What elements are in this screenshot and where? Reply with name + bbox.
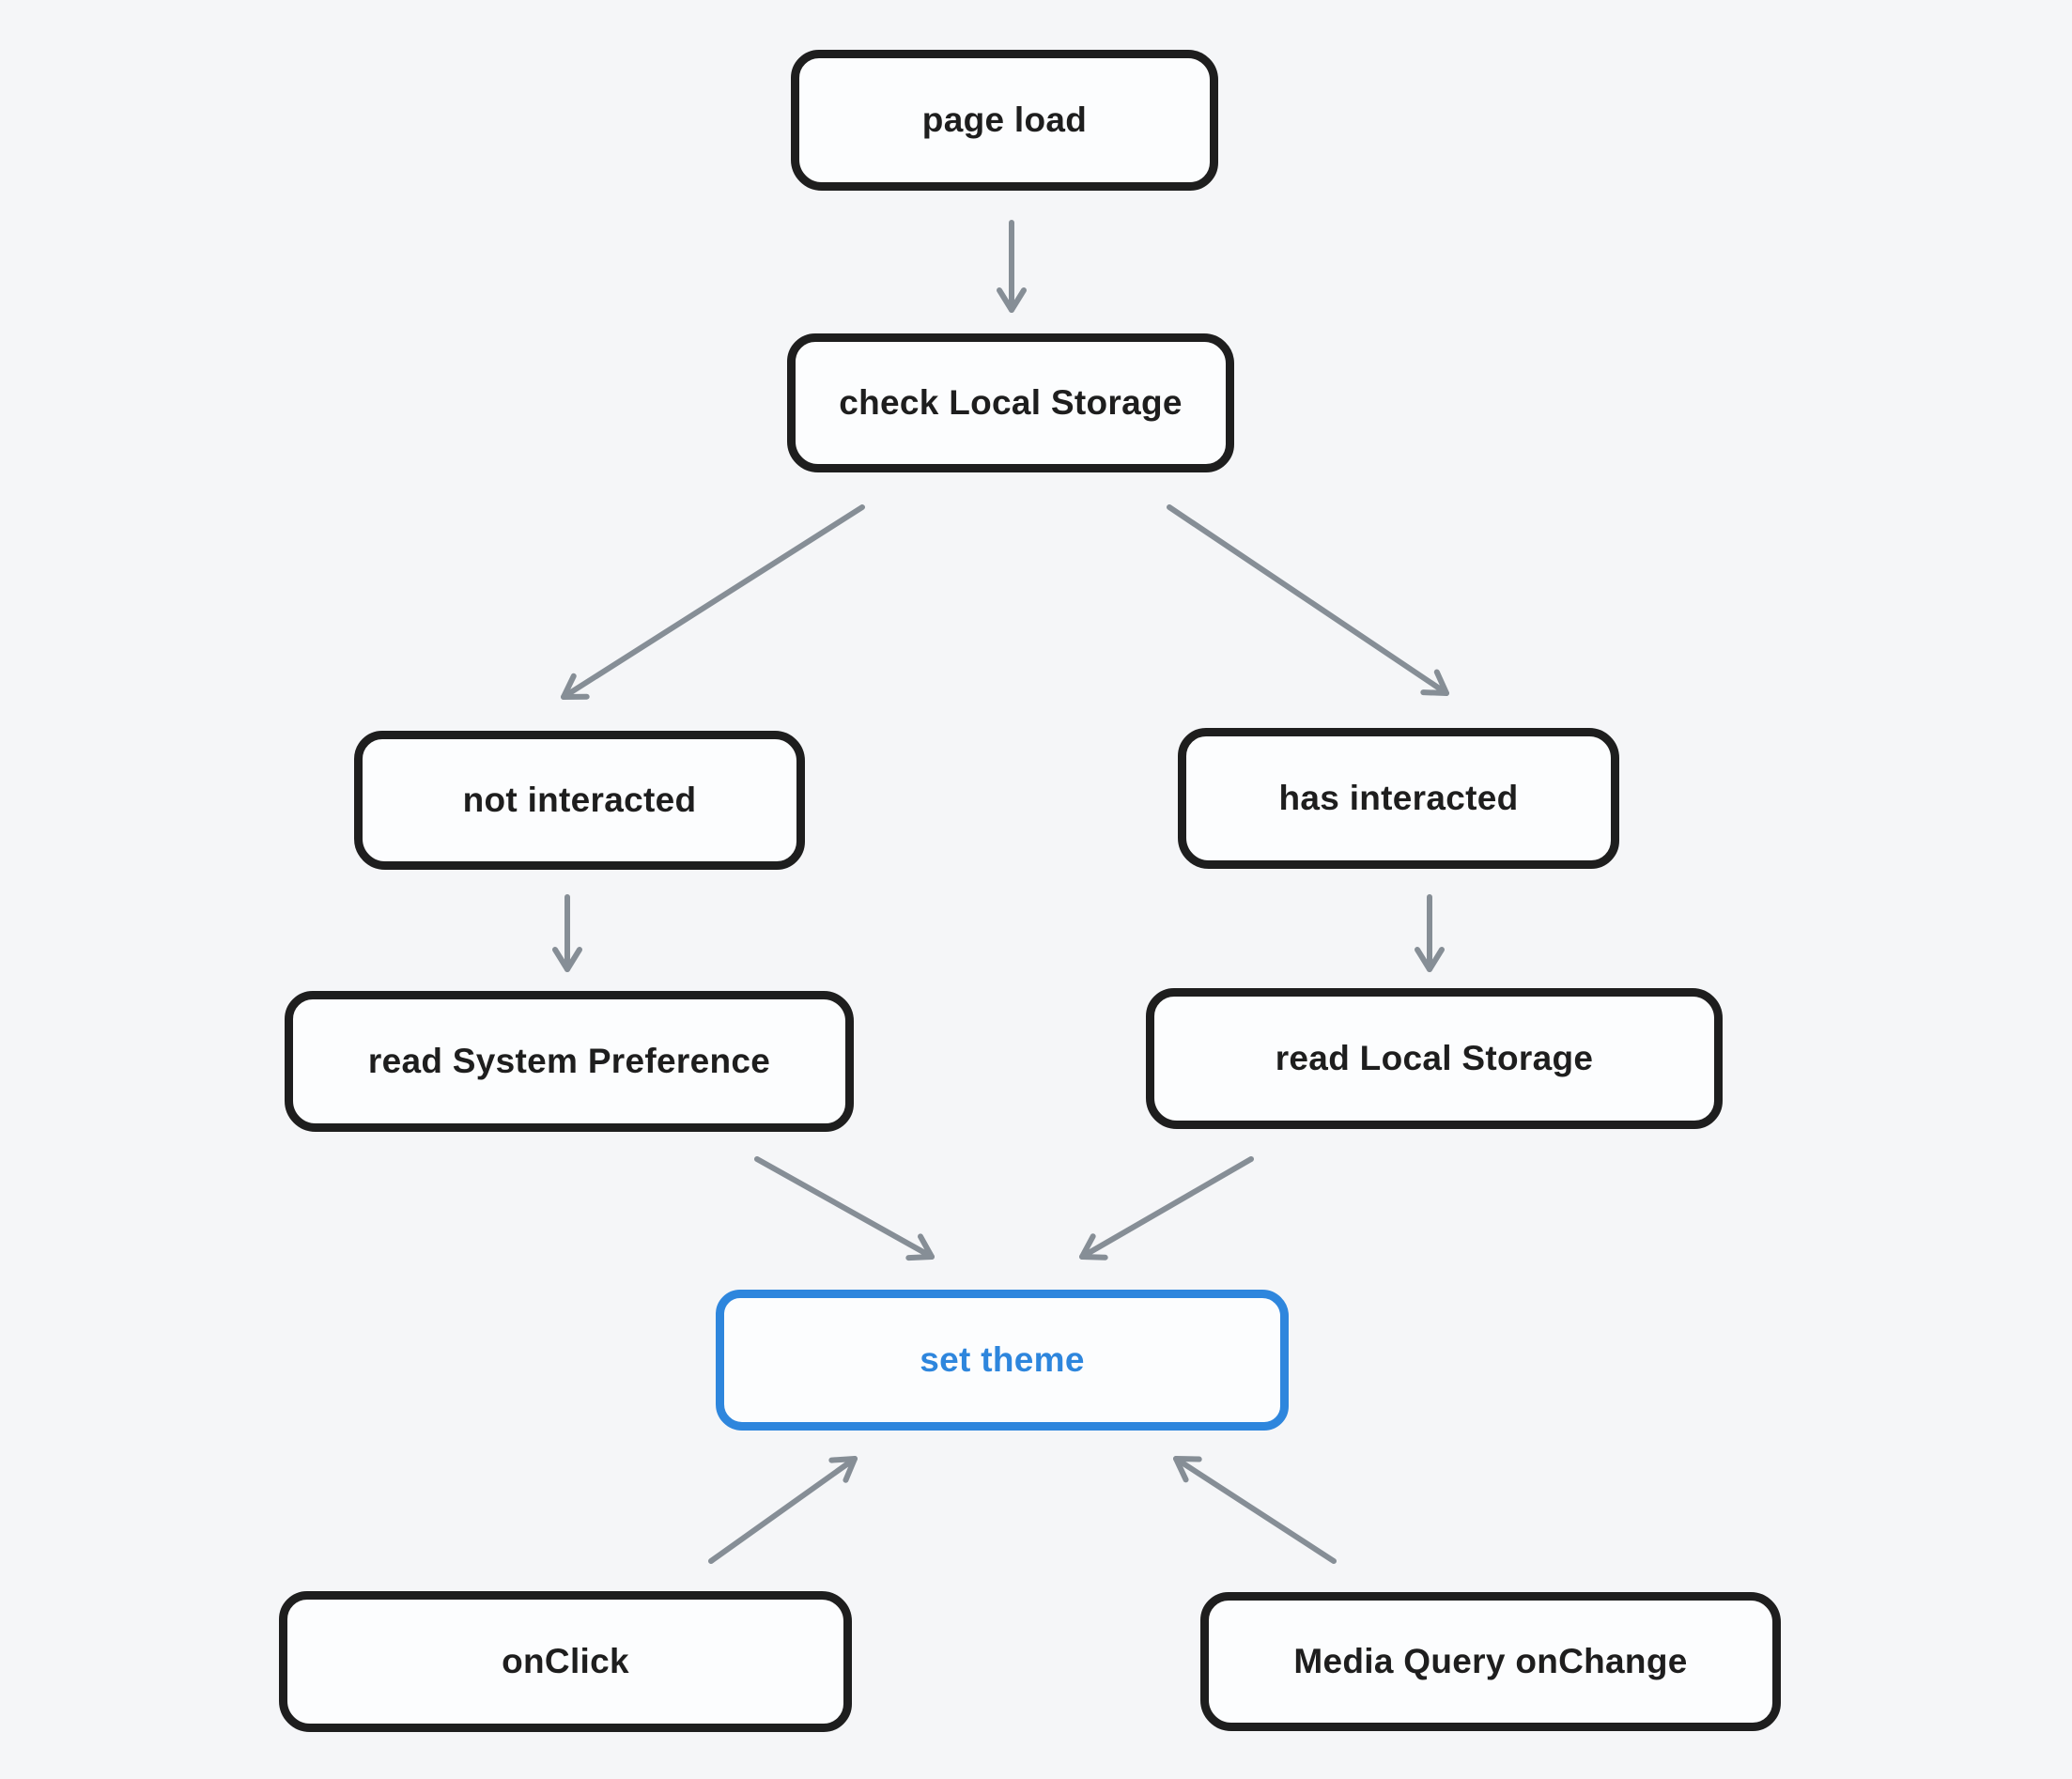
node-onclick-label: onClick [502, 1642, 629, 1680]
node-set-theme-label: set theme [920, 1340, 1085, 1379]
node-media-query-onchange: Media Query onChange [1200, 1592, 1781, 1731]
node-set-theme: set theme [716, 1290, 1289, 1431]
node-not-interacted-label: not interacted [462, 781, 697, 819]
node-not-interacted: not interacted [354, 731, 805, 870]
node-page-load: page load [791, 50, 1218, 191]
node-page-load-label: page load [921, 101, 1088, 139]
arrow-media-query-onchange-to-set-theme [1173, 1456, 1337, 1564]
node-read-local-storage: read Local Storage [1146, 988, 1723, 1129]
node-check-local-storage-label: check Local Storage [839, 383, 1183, 422]
node-read-system-preference: read System Preference [285, 991, 854, 1132]
node-onclick: onClick [279, 1591, 852, 1732]
arrow-read-local-storage-to-set-theme [1079, 1156, 1254, 1261]
node-has-interacted: has interacted [1178, 728, 1619, 869]
arrow-check-local-storage-to-not-interacted [561, 504, 865, 700]
arrow-read-system-preference-to-set-theme [754, 1156, 935, 1261]
node-has-interacted-label: has interacted [1278, 779, 1519, 817]
node-media-query-onchange-label: Media Query onChange [1293, 1642, 1688, 1680]
arrow-check-local-storage-to-has-interacted [1167, 504, 1449, 696]
node-check-local-storage: check Local Storage [787, 333, 1234, 472]
arrow-onclick-to-set-theme [708, 1456, 858, 1564]
node-read-system-preference-label: read System Preference [367, 1042, 771, 1080]
node-read-local-storage-label: read Local Storage [1275, 1039, 1594, 1077]
